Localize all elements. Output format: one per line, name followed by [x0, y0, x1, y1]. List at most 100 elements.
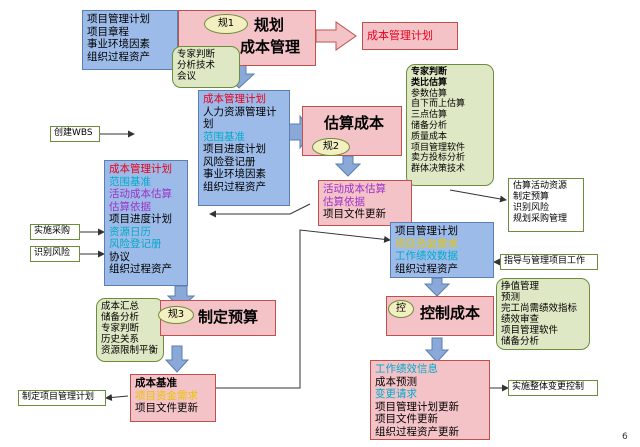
control-title: 控制成本: [420, 304, 481, 322]
budget-tools-box: 成本汇总 储备分析 专家判断 历史关系 资源限制平衡: [96, 298, 164, 362]
budget-output: 项目文件更新: [135, 402, 198, 414]
control-tool: 完工尚需绩效指标: [501, 303, 578, 314]
budget-input: 协议: [109, 250, 130, 263]
baseline-left-arrow: [105, 393, 129, 401]
budget-title: 制定预算: [198, 308, 259, 326]
control-tool: 预测: [501, 292, 521, 303]
budget-input: 风险登记册: [109, 238, 162, 250]
plan-tool: 专家判断: [177, 49, 216, 60]
wbs-label: 创建WBS: [50, 126, 100, 142]
control-output: 项目管理计划更新: [375, 400, 459, 413]
funding-to-control-connector: [216, 229, 391, 389]
estimate-tool: 专家判断: [411, 67, 448, 77]
estimate-note: 识别风险: [513, 203, 550, 213]
estimate-output: 活动成本估算: [323, 183, 386, 195]
control-tools-box: 挣值管理 预测 完工尚需绩效指标 绩效审查 项目管理软件 储备分析: [496, 278, 590, 350]
control-output: 组织过程资产更新: [375, 425, 459, 438]
control-output: 工作绩效信息: [375, 363, 438, 375]
risk-label: 识别风险: [30, 246, 80, 262]
estimate-input: 范围基准: [203, 130, 245, 143]
control-bottom-arrow: [424, 337, 450, 363]
budget-tool: 专家判断: [101, 323, 140, 334]
change-control-label: 实施整体变更控制: [508, 380, 598, 396]
estimate-tool: 群体决策技术: [411, 164, 466, 175]
estimate-input: 风险登记册: [203, 155, 256, 168]
control-input: 工作绩效数据: [395, 250, 458, 262]
plan-input: 组织过程资产: [87, 50, 150, 63]
estimate-output: 估算依据: [323, 195, 365, 208]
plan-output-arrow: [315, 21, 357, 51]
budget-output: 项目资金需求: [135, 389, 198, 402]
estimate-tool: 卖方投标分析: [411, 153, 466, 164]
estimate-input: 组织过程资产: [203, 180, 266, 193]
budget-tool: 储备分析: [101, 312, 140, 323]
estimate-tool: 质量成本: [411, 131, 448, 142]
budget-tool: 历史关系: [101, 334, 140, 345]
control-badge: 控: [388, 300, 414, 318]
control-output: 成本预测: [375, 375, 417, 388]
plan-input: 项目章程: [87, 25, 129, 38]
control-outputs-box: 工作绩效信息 成本预测 变更请求 项目管理计划更新 项目文件更新 组织过程资产更…: [370, 360, 490, 440]
budget-inputs-box: 成本管理计划 范围基准 活动成本估算 估算依据 项目进度计划 资源日历 风险登记…: [104, 160, 188, 286]
budget-outputs-box: 成本基准 项目资金需求 项目文件更新: [130, 374, 216, 422]
estimate-inputs-box: 成本管理计划 人力资源管理计划 范围基准 项目进度计划 风险登记册 事业环境因素…: [198, 90, 290, 206]
control-tool: 绩效审查: [501, 314, 540, 325]
budget-input: 项目进度计划: [109, 213, 172, 225]
plan-inputs-box: 项目管理计划 项目章程 事业环境因素 组织过程资产: [82, 10, 178, 70]
budget-input: 估算依据: [109, 200, 151, 213]
estimate-output: 项目文件更新: [323, 208, 386, 220]
budget-output: 成本基准: [135, 377, 177, 389]
control-output: 变更请求: [375, 388, 417, 400]
plan-title-2: 成本管理: [240, 38, 301, 56]
estimate-note-arrow: [449, 189, 507, 203]
control-inputs-box: 项目管理计划 项目资金需求 工作绩效数据 组织过程资产: [390, 222, 494, 278]
estimate-note: 制定预算: [513, 192, 550, 202]
plan-output-box: 成本管理计划: [362, 22, 458, 50]
estimate-note: 规划采购管理: [513, 214, 568, 224]
plan-tool: 会议: [177, 71, 197, 82]
control-tool: 项目管理软件: [501, 325, 559, 336]
budget-input: 组织过程资产: [109, 263, 172, 275]
estimate-down-arrow: [334, 155, 362, 177]
control-input: 项目资金需求: [395, 237, 458, 250]
control-input: 组织过程资产: [395, 262, 458, 275]
budget-tool: 资源限制平衡: [101, 345, 159, 356]
estimate-input: 事业环境因素: [203, 168, 266, 180]
estimate-input: 人力资源管理计划: [203, 105, 277, 131]
budget-input: 范围基准: [109, 175, 151, 188]
estimate-tool: 项目管理软件: [411, 142, 466, 153]
plan-title: 规划: [254, 16, 285, 34]
estimate-tool: 储备分析: [411, 120, 448, 131]
budget-tool: 成本汇总: [101, 301, 140, 312]
estimate-tool: 自下而上估算: [411, 99, 466, 110]
estimate-tools-box: 专家判断 类比估算 参数估算 自下而上估算 三点估算 储备分析 质量成本 项目管…: [406, 64, 494, 186]
estimate-tool: 类比估算: [411, 77, 448, 88]
estimate-title: 估算成本: [324, 114, 385, 132]
estimate-badge: 规2: [312, 138, 350, 156]
plan-input: 事业环境因素: [87, 38, 150, 50]
direct-work-label: 指导与管理项目工作: [500, 254, 598, 270]
budget-input: 成本管理计划: [109, 163, 172, 175]
control-tool: 挣值管理: [501, 281, 540, 292]
control-tool: 储备分析: [501, 336, 540, 347]
control-output: 项目文件更新: [375, 413, 438, 425]
estimate-tool: 参数估算: [411, 88, 448, 99]
estimate-tool: 三点估算: [411, 110, 448, 121]
plan-tool: 分析技术: [177, 60, 216, 71]
budget-input: 活动成本估算: [109, 188, 172, 200]
estimate-note-box: 估算活动资源 制定预算 识别风险 规划采购管理: [508, 178, 584, 232]
plan-tools-box: 专家判断 分析技术 会议: [172, 46, 240, 88]
estimate-outputs-box: 活动成本估算 估算依据 项目文件更新: [318, 180, 412, 226]
plan-badge: 规1: [204, 14, 248, 34]
estimate-input: 项目进度计划: [203, 143, 266, 155]
control-input: 项目管理计划: [395, 225, 458, 237]
budget-bottom-arrow: [164, 345, 190, 373]
cost-to-budget-connector: [209, 203, 311, 218]
control-down-arrow: [423, 277, 451, 297]
budget-input: 资源日历: [109, 225, 151, 238]
budget-badge: 规3: [158, 306, 194, 324]
procure-label: 实施采购: [30, 224, 80, 240]
estimate-input: 成本管理计划: [203, 93, 266, 105]
plan-dev-label: 制定项目管理计划: [18, 390, 106, 406]
estimate-note: 估算活动资源: [513, 181, 568, 191]
